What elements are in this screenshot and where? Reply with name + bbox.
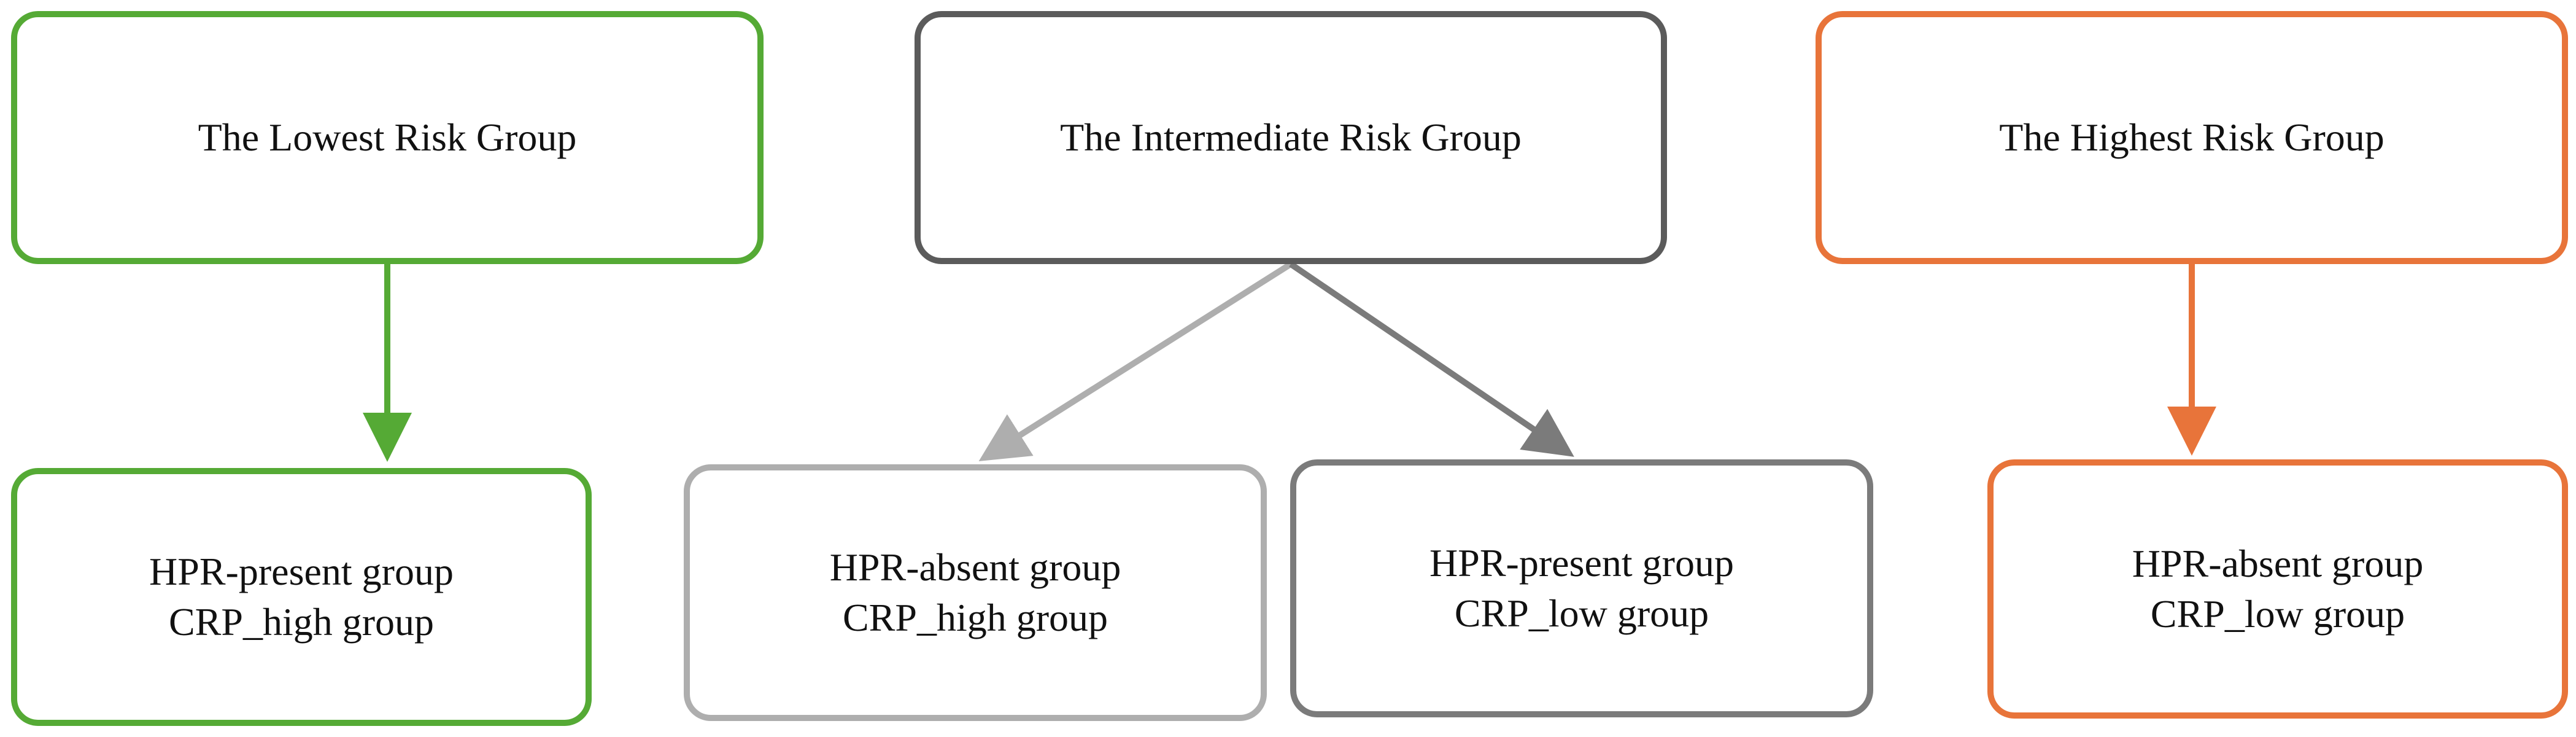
arrow-intermediate-to-right-child — [1289, 261, 1574, 457]
intermediate-right-crp-label: CRP_low group — [1454, 591, 1709, 635]
lowest-risk-subgroup-box: HPR-present group CRP_high group — [11, 468, 592, 726]
intermediate-right-hpr-label: HPR-present group — [1429, 541, 1734, 585]
arrow-intermediate-to-left-child — [978, 261, 1293, 462]
intermediate-risk-subgroup-right-box: HPR-present group CRP_low group — [1290, 459, 1873, 717]
highest-subgroup-crp-label: CRP_low group — [2150, 592, 2405, 636]
intermediate-left-crp-label: CRP_high group — [842, 596, 1108, 639]
lowest-subgroup-hpr-label: HPR-present group — [149, 550, 454, 593]
intermediate-left-hpr-label: HPR-absent group — [829, 545, 1121, 589]
highest-subgroup-hpr-label: HPR-absent group — [2132, 542, 2424, 585]
lowest-subgroup-crp-label: CRP_high group — [168, 600, 435, 644]
lowest-risk-group-box: The Lowest Risk Group — [11, 11, 764, 264]
intermediate-risk-group-title: The Intermediate Risk Group — [1060, 115, 1522, 159]
lowest-risk-group-title: The Lowest Risk Group — [198, 115, 577, 159]
intermediate-risk-group-box: The Intermediate Risk Group — [915, 11, 1667, 264]
highest-risk-group-title: The Highest Risk Group — [1999, 115, 2385, 159]
highest-risk-subgroup-box: HPR-absent group CRP_low group — [1987, 459, 2568, 719]
highest-risk-group-box: The Highest Risk Group — [1816, 11, 2568, 264]
intermediate-risk-subgroup-left-box: HPR-absent group CRP_high group — [684, 464, 1267, 721]
